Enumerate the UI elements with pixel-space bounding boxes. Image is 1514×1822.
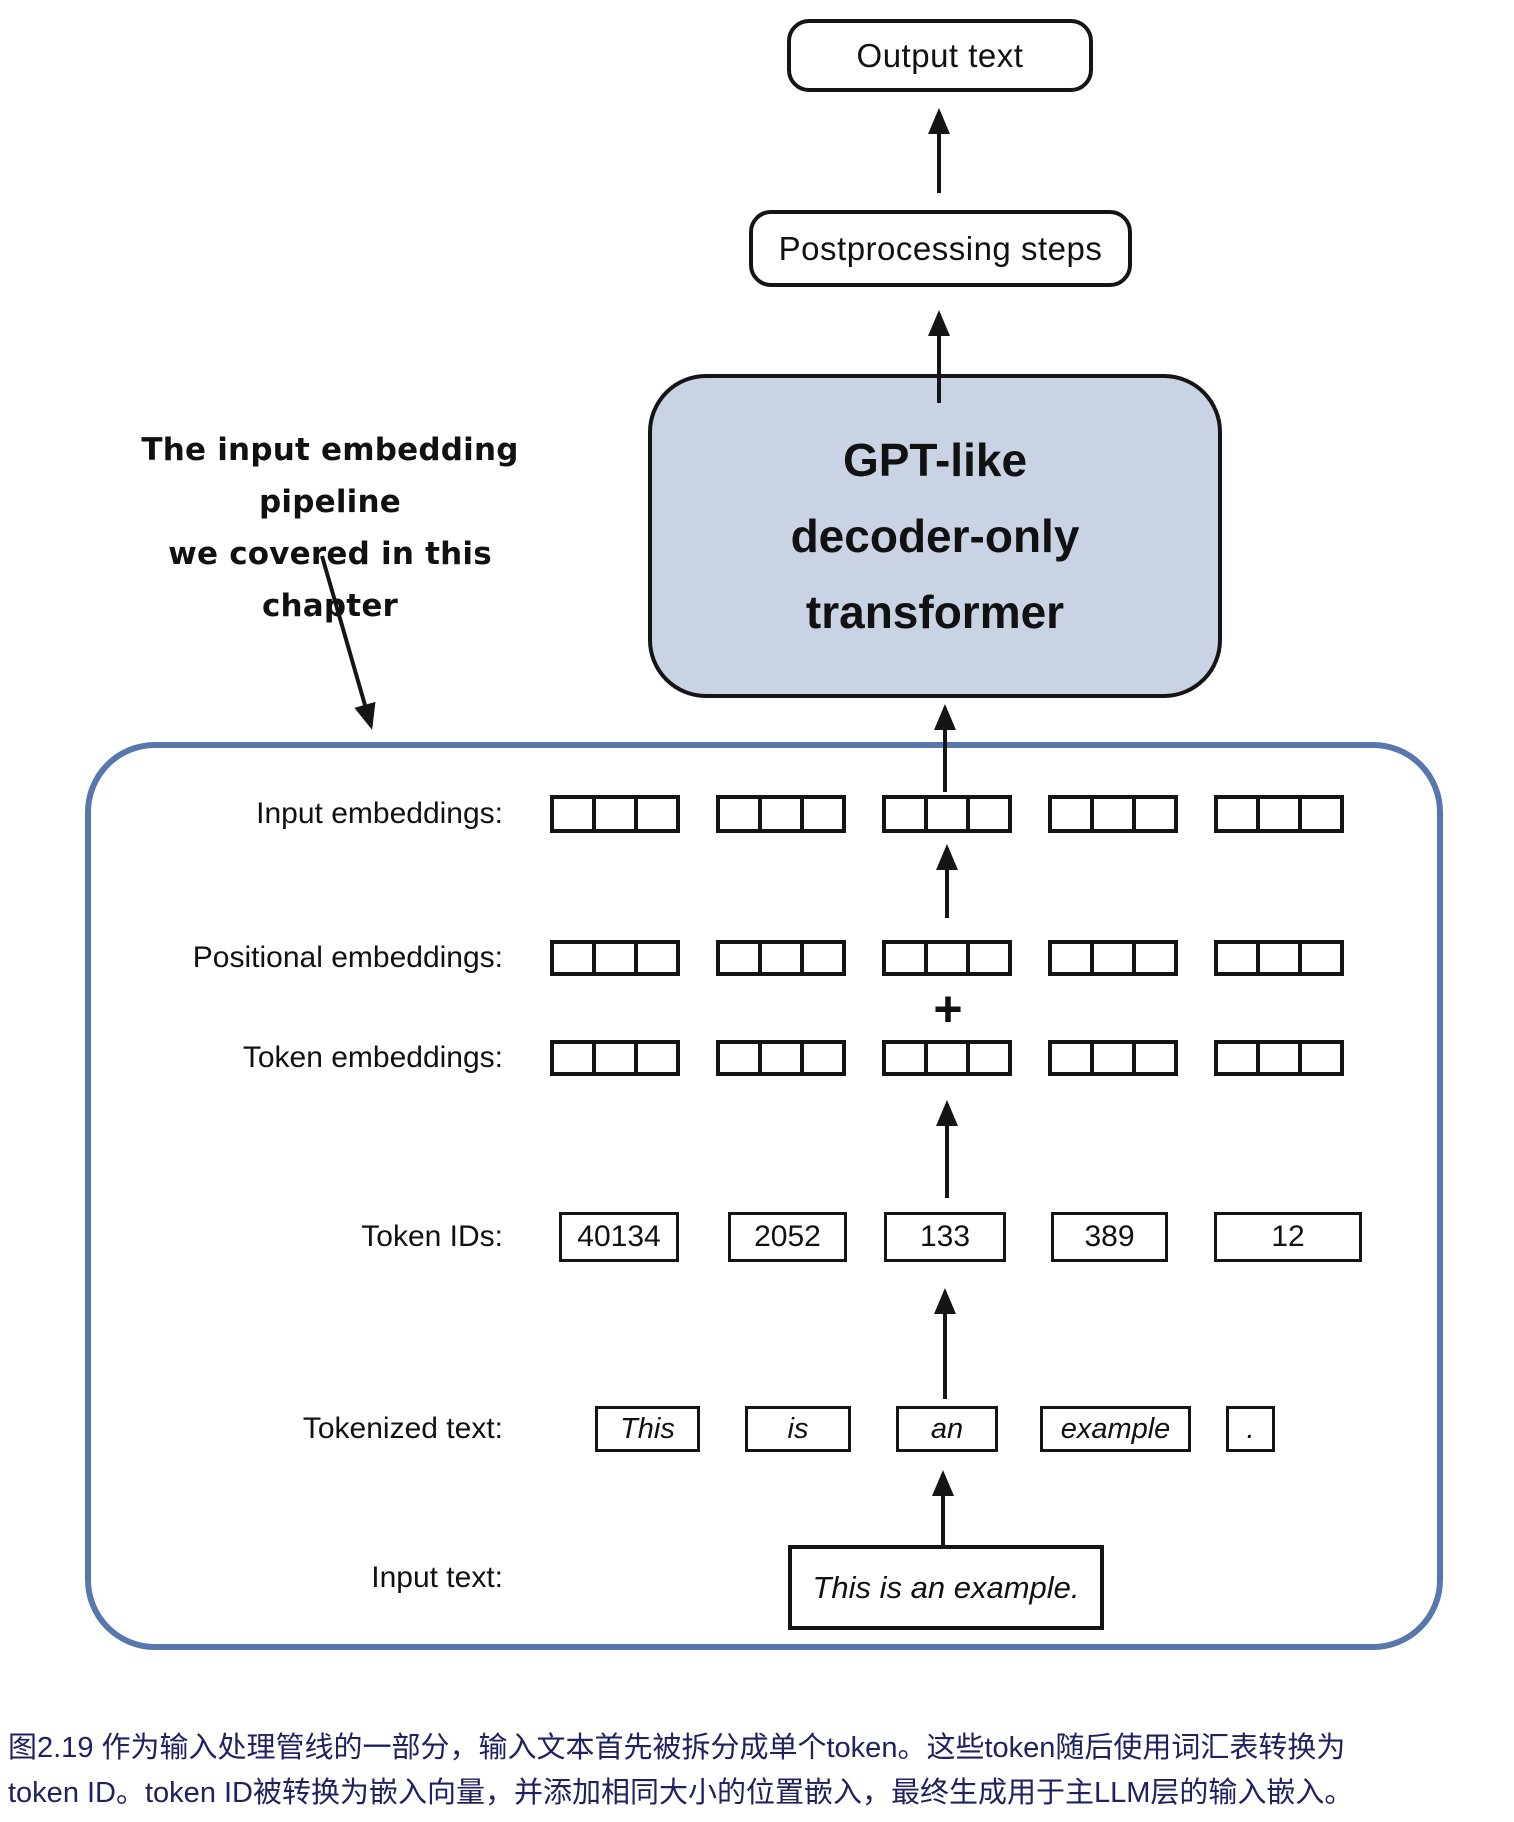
embedding-cell bbox=[800, 795, 846, 833]
token-id-box: 133 bbox=[884, 1212, 1006, 1262]
embedding-cell bbox=[1214, 1040, 1260, 1076]
annotation-line: The input embedding pipeline bbox=[141, 432, 519, 520]
embedding-cell bbox=[634, 940, 680, 976]
embedding-cell bbox=[1090, 940, 1136, 976]
figure-caption: 图2.19 作为输入处理管线的一部分，输入文本首先被拆分成单个token。这些t… bbox=[8, 1726, 1514, 1816]
embedding-cell bbox=[592, 1040, 638, 1076]
input-text-box: This is an example. bbox=[788, 1545, 1104, 1630]
embedding-cell bbox=[550, 940, 596, 976]
label-positional-embeddings: Positional embeddings: bbox=[192, 941, 503, 974]
token-box: . bbox=[1226, 1406, 1275, 1452]
embedding-cell bbox=[1090, 1040, 1136, 1076]
embedding-cell bbox=[550, 1040, 596, 1076]
label-token-embeddings: Token embeddings: bbox=[242, 1041, 503, 1074]
embedding-cell bbox=[716, 1040, 762, 1076]
embedding-cell bbox=[1256, 795, 1302, 833]
token-id-box: 12 bbox=[1214, 1212, 1362, 1262]
embedding-cell bbox=[966, 1040, 1012, 1076]
embedding-cell bbox=[758, 940, 804, 976]
token-box: example bbox=[1040, 1406, 1191, 1452]
embedding-cell bbox=[1298, 1040, 1344, 1076]
embedding-cell bbox=[1048, 1040, 1094, 1076]
embedding-cell bbox=[1214, 795, 1260, 833]
embedding-cell bbox=[758, 1040, 804, 1076]
embedding-cell bbox=[634, 795, 680, 833]
embedding-cell bbox=[924, 795, 970, 833]
embedding-cell bbox=[1132, 795, 1178, 833]
annotation-line: we covered in this chapter bbox=[168, 536, 492, 624]
embedding-cell bbox=[758, 795, 804, 833]
embedding-cell bbox=[1214, 940, 1260, 976]
transformer-line: transformer bbox=[805, 586, 1065, 638]
embedding-cell bbox=[882, 940, 928, 976]
embedding-cell bbox=[1090, 795, 1136, 833]
embedding-cell bbox=[1256, 1040, 1302, 1076]
embedding-cell bbox=[592, 940, 638, 976]
embedding-cell bbox=[1256, 940, 1302, 976]
embedding-cell bbox=[800, 1040, 846, 1076]
embedding-cell bbox=[1132, 940, 1178, 976]
embedding-cell bbox=[550, 795, 596, 833]
caption-line: 图2.19 作为输入处理管线的一部分，输入文本首先被拆分成单个token。这些t… bbox=[8, 1732, 1346, 1764]
embedding-cell bbox=[966, 940, 1012, 976]
transformer-box: GPT-like decoder-only transformer bbox=[648, 374, 1222, 698]
label-input-embeddings: Input embeddings: bbox=[256, 797, 503, 830]
embedding-cell bbox=[966, 795, 1012, 833]
embedding-cell bbox=[924, 940, 970, 976]
label-tokenized-text: Tokenized text: bbox=[302, 1412, 503, 1445]
embedding-cell bbox=[592, 795, 638, 833]
plus-sign: + bbox=[933, 981, 963, 1037]
token-box: This bbox=[595, 1406, 700, 1452]
embedding-cell bbox=[1048, 795, 1094, 833]
token-box: is bbox=[745, 1406, 851, 1452]
embedding-cell bbox=[882, 1040, 928, 1076]
token-box: an bbox=[896, 1406, 998, 1452]
embedding-cell bbox=[800, 940, 846, 976]
pipeline-container bbox=[85, 742, 1443, 1650]
transformer-line: GPT-like bbox=[842, 434, 1028, 486]
postprocessing-box: Postprocessing steps bbox=[749, 210, 1132, 287]
caption-line: token ID。token ID被转换为嵌入向量，并添加相同大小的位置嵌入，最… bbox=[8, 1777, 1354, 1809]
output-text-box: Output text bbox=[787, 19, 1093, 92]
embedding-cell bbox=[634, 1040, 680, 1076]
embedding-cell bbox=[716, 940, 762, 976]
label-token-ids: Token IDs: bbox=[361, 1220, 503, 1253]
token-id-box: 40134 bbox=[559, 1212, 679, 1262]
embedding-cell bbox=[1298, 795, 1344, 833]
embedding-cell bbox=[716, 795, 762, 833]
token-id-box: 2052 bbox=[728, 1212, 847, 1262]
embedding-cell bbox=[924, 1040, 970, 1076]
label-input-text: Input text: bbox=[371, 1561, 503, 1594]
embedding-cell bbox=[882, 795, 928, 833]
token-id-box: 389 bbox=[1051, 1212, 1168, 1262]
embedding-cell bbox=[1132, 1040, 1178, 1076]
transformer-line: decoder-only bbox=[790, 510, 1080, 562]
embedding-cell bbox=[1048, 940, 1094, 976]
annotation-note: The input embedding pipeline we covered … bbox=[95, 424, 565, 632]
embedding-cell bbox=[1298, 940, 1344, 976]
